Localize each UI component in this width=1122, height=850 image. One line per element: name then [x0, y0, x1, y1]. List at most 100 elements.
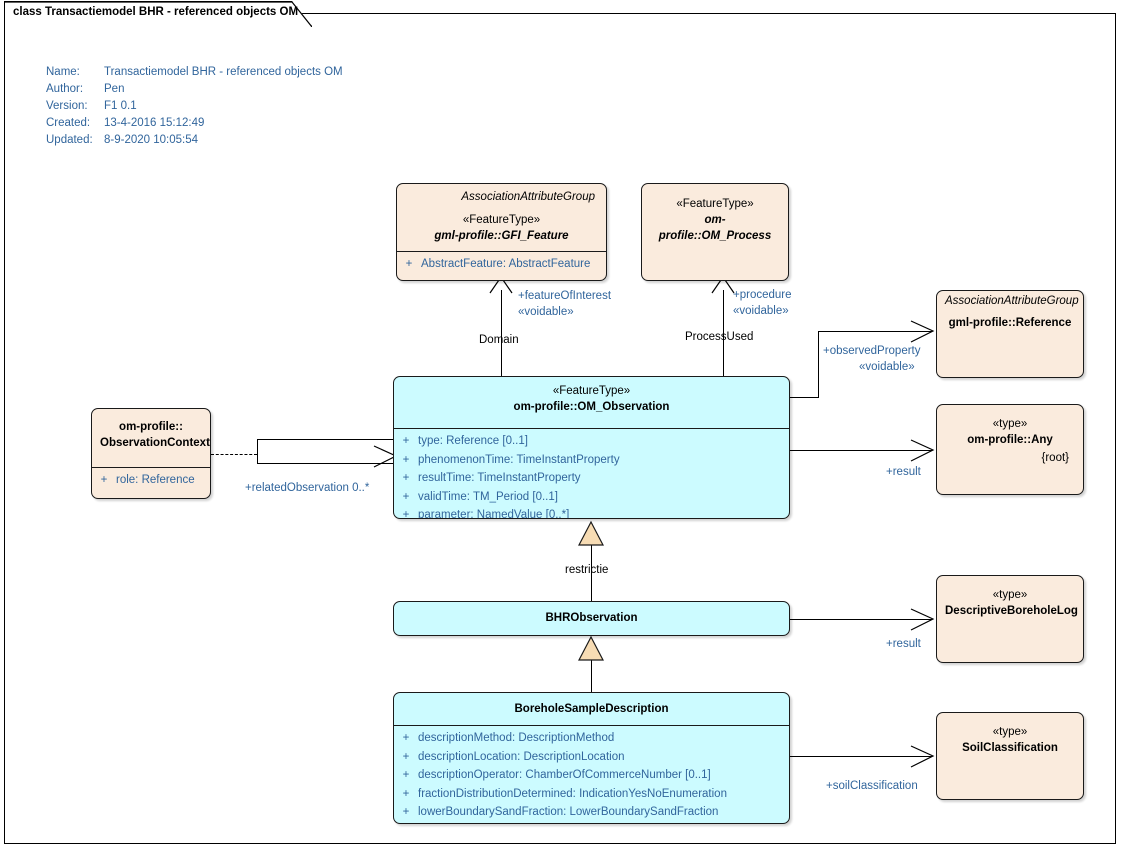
class-header: «type» SoilClassification	[937, 713, 1083, 763]
class-header: «FeatureType» om-profile::OM_Observation	[394, 377, 789, 422]
arrowhead-result-log	[910, 608, 935, 631]
attribute-visibility: +	[402, 453, 410, 466]
class-gml-profile-gfi-feature[interactable]: AssociationAttributeGroup «FeatureType» …	[396, 183, 607, 281]
diagram-title: class Transactiemodel BHR - referenced o…	[13, 6, 299, 18]
arrowhead-observed-property	[910, 320, 935, 343]
edge-generalization-bsd	[591, 660, 592, 692]
meta-row-name: Name: Transactiemodel BHR - referenced o…	[46, 64, 343, 81]
meta-value: Transactiemodel BHR - referenced objects…	[104, 66, 343, 78]
meta-key: Name:	[46, 66, 80, 78]
class-stereotype: «FeatureType»	[552, 385, 631, 397]
diagram-frame	[4, 13, 1116, 844]
label-procedure-stereotype: «voidable»	[733, 305, 789, 317]
attribute-visibility: +	[405, 258, 413, 270]
attribute-row: + type: Reference [0..1]	[394, 432, 789, 451]
class-bhr-observation[interactable]: BHRObservation	[393, 601, 790, 636]
generalization-arrow-restrictie	[578, 520, 604, 546]
attribute-row: + descriptionLocation: DescriptionLocati…	[394, 748, 789, 767]
class-header: AssociationAttributeGroup «FeatureType» …	[397, 184, 606, 251]
class-name: DescriptiveBoreholeLog	[945, 605, 1078, 617]
attribute-text: type: Reference [0..1]	[418, 435, 528, 447]
class-header: om-profile:: ObservationContext	[92, 409, 210, 458]
meta-key: Created:	[46, 117, 91, 129]
class-soil-classification[interactable]: «type» SoilClassification	[936, 712, 1084, 800]
attribute-row: + lowerBoundarySandFraction: LowerBounda…	[394, 803, 789, 822]
attribute-visibility: +	[402, 472, 410, 485]
attribute-row: + phenomenonTime: TimeInstantProperty	[394, 451, 789, 470]
attribute-text: fractionDistributionDetermined: Indicati…	[418, 787, 727, 800]
meta-key: Version:	[46, 100, 88, 112]
attribute-row: + fractionDistributionDetermined: Indica…	[394, 785, 789, 804]
class-name: gml-profile::GFI_Feature	[434, 230, 569, 242]
meta-key: Author:	[46, 83, 84, 95]
label-restrictie: restrictie	[565, 564, 609, 576]
attribute-row: + role: Reference	[92, 471, 210, 490]
class-header: BoreholeSampleDescription	[394, 693, 789, 725]
label-procedure-role: +procedure	[733, 289, 792, 301]
edge-restrictie	[591, 545, 592, 601]
class-stereotype: «type»	[992, 589, 1028, 601]
attribute-text: phenomenonTime: TimeInstantProperty	[418, 453, 620, 466]
class-name: om-profile::Any	[967, 434, 1053, 446]
arrowhead-soil-classification	[910, 745, 935, 768]
attribute-text: AbstractFeature: AbstractFeature	[421, 258, 591, 270]
attribute-visibility: +	[402, 490, 410, 503]
meta-key: Updated:	[46, 134, 93, 146]
attribute-row: + parameter: NamedValue [0..*]	[394, 506, 789, 519]
class-name: om-profile::OM_Observation	[513, 401, 670, 413]
attribute-text: parameter: NamedValue [0..*]	[418, 509, 570, 519]
meta-value: F1 0.1	[104, 100, 137, 112]
meta-row-version: Version: F1 0.1	[46, 98, 137, 115]
label-feature-of-interest-stereotype: «voidable»	[518, 306, 574, 318]
attributes-compartment: + type: Reference [0..1] + phenomenonTim…	[394, 428, 789, 519]
class-gml-profile-reference[interactable]: AssociationAttributeGroup gml-profile::R…	[936, 290, 1084, 378]
class-name: om-profile::OM_Process	[658, 214, 772, 242]
root-tag: {root}	[1041, 452, 1070, 464]
meta-value: Pen	[104, 83, 125, 95]
class-header: BHRObservation	[394, 602, 789, 633]
edge-result-any	[790, 450, 932, 451]
class-descriptive-borehole-log[interactable]: «type» DescriptiveBoreholeLog	[936, 575, 1084, 663]
class-borehole-sample-description[interactable]: BoreholeSampleDescription + descriptionM…	[393, 692, 790, 824]
attribute-visibility: +	[402, 806, 410, 819]
class-name: gml-profile::Reference	[948, 317, 1072, 329]
edge-observed-property-h1	[790, 397, 819, 398]
attribute-visibility: +	[402, 750, 410, 763]
edge-result-log	[790, 619, 932, 620]
generalization-arrow-bsd	[578, 635, 604, 661]
edge-soil-classification	[790, 756, 932, 757]
class-stereotype: «FeatureType»	[462, 214, 541, 226]
label-domain: Domain	[479, 334, 519, 346]
meta-row-author: Author: Pen	[46, 81, 125, 98]
class-om-profile-any[interactable]: «type» om-profile::Any {root}	[936, 404, 1084, 495]
attribute-text: validTime: TM_Period [0..1]	[418, 490, 558, 503]
edge-feature-of-interest	[501, 290, 502, 376]
class-name: SoilClassification	[962, 742, 1058, 754]
class-header: «FeatureType» om-profile::OM_Process	[642, 184, 788, 251]
label-result-any: +result	[886, 466, 921, 478]
attribute-visibility: +	[402, 769, 410, 782]
class-name: BHRObservation	[545, 612, 638, 624]
class-stereotype: «type»	[992, 418, 1028, 430]
association-attribute-group-label: AssociationAttributeGroup	[945, 295, 1079, 307]
class-om-profile-om-process[interactable]: «FeatureType» om-profile::OM_Process	[641, 183, 789, 281]
class-name-line1: om-profile::	[119, 421, 183, 433]
label-observed-property-stereotype: «voidable»	[859, 361, 915, 373]
attributes-compartment: + AbstractFeature: AbstractFeature	[397, 251, 606, 278]
attribute-visibility: +	[402, 435, 410, 447]
class-name-line2: ObservationContext	[100, 437, 210, 449]
association-attribute-group-label: AssociationAttributeGroup	[461, 191, 595, 203]
attribute-row: + descriptionOperator: ChamberOfCommerce…	[394, 766, 789, 785]
class-stereotype: «type»	[992, 726, 1028, 738]
attribute-visibility: +	[402, 732, 410, 744]
class-om-profile-observation-context[interactable]: om-profile:: ObservationContext + role: …	[91, 408, 211, 499]
attributes-compartment: + role: Reference	[92, 467, 210, 494]
arrowhead-result-any	[910, 439, 935, 462]
meta-value: 13-4-2016 15:12:49	[104, 117, 205, 129]
attribute-row: + validTime: TM_Period [0..1]	[394, 488, 789, 507]
class-header: AssociationAttributeGroup gml-profile::R…	[937, 291, 1083, 338]
attribute-visibility: +	[100, 474, 108, 486]
class-name: BoreholeSampleDescription	[514, 703, 669, 715]
class-om-profile-om-observation[interactable]: «FeatureType» om-profile::OM_Observation…	[393, 376, 790, 519]
